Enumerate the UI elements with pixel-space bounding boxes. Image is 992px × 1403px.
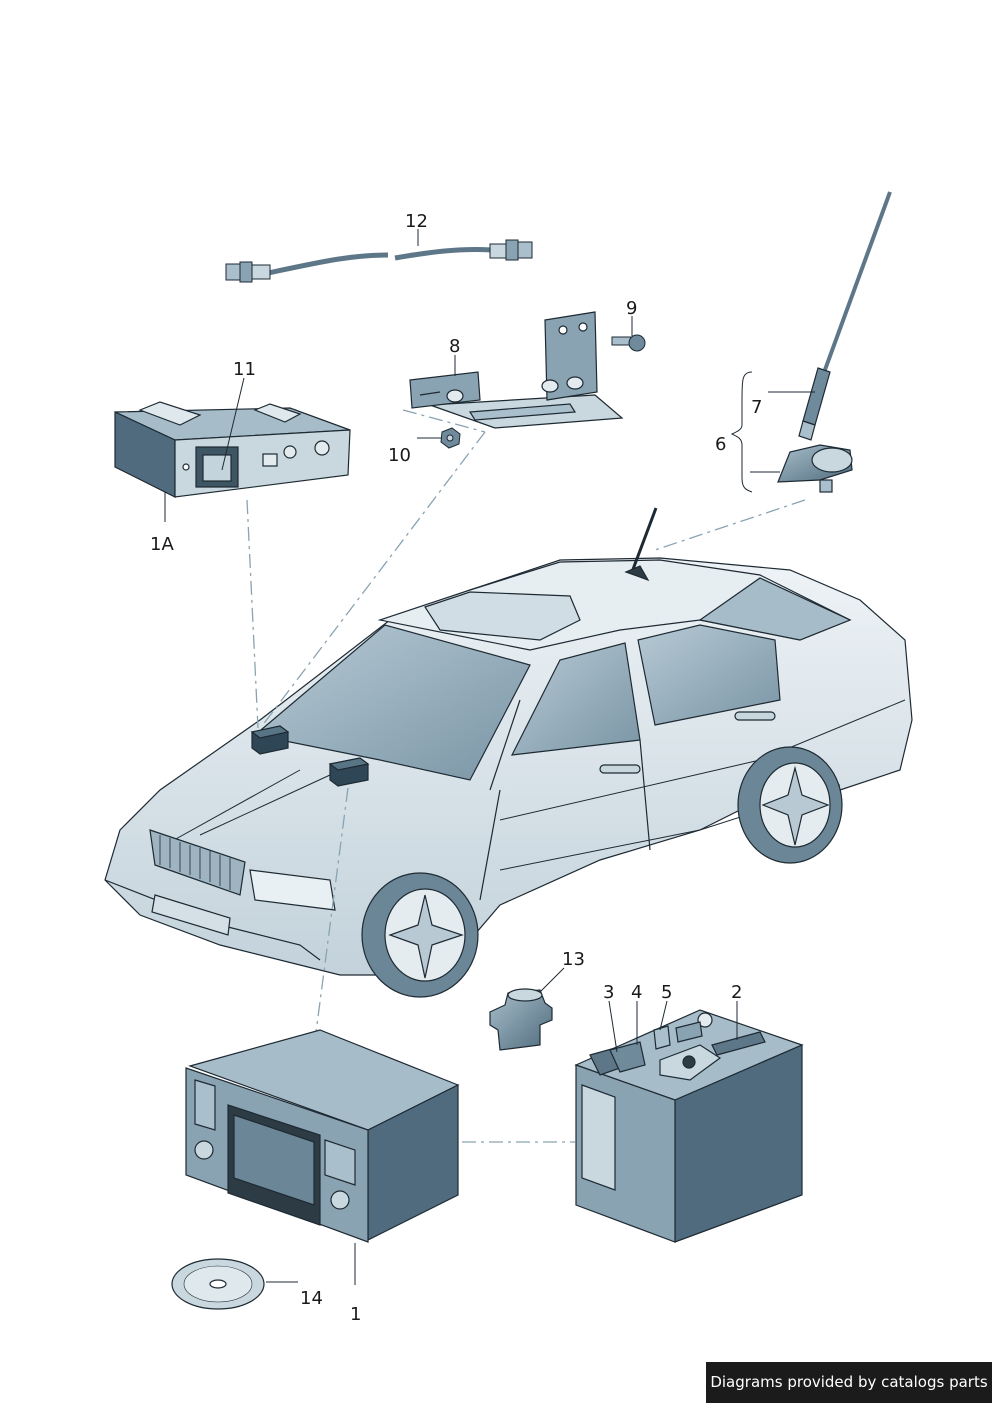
car-illustration	[104, 507, 913, 998]
callout-10: 10	[388, 445, 411, 466]
car-grille	[149, 829, 246, 896]
callout-13: 13	[562, 949, 585, 970]
callout-1: 1	[350, 1304, 361, 1325]
credit-banner: Diagrams provided by catalogs parts	[706, 1362, 992, 1403]
car-sunroof	[424, 591, 581, 641]
part-9-bolt	[611, 334, 646, 352]
car-unit-location-1a	[250, 725, 290, 755]
callout-7: 7	[751, 397, 762, 418]
callout-4: 4	[631, 982, 642, 1003]
callout-6: 6	[715, 434, 726, 455]
part-14-disc	[171, 1258, 265, 1310]
part-7-antenna-rod	[802, 367, 831, 426]
callout-12: 12	[405, 211, 428, 232]
callout-2: 2	[731, 982, 742, 1003]
callout-1a: 1A	[150, 534, 174, 555]
callout-leaders	[164, 229, 738, 1285]
callout-8: 8	[449, 336, 460, 357]
callout-14: 14	[300, 1288, 323, 1309]
callout-3: 3	[603, 982, 614, 1003]
car-front-window	[510, 642, 641, 756]
callout-9: 9	[626, 298, 637, 319]
part-5-connector	[653, 1025, 671, 1050]
car-rear-window	[637, 624, 781, 726]
car-headlight	[249, 869, 336, 911]
part-2-control-unit	[574, 1009, 804, 1243]
callout-11: 11	[233, 359, 256, 380]
car-windshield	[253, 624, 531, 781]
callout-5: 5	[661, 982, 672, 1003]
part-12-cable	[225, 239, 533, 283]
part-1a-module	[114, 401, 351, 498]
part-13-adapter	[489, 988, 553, 1051]
callout-labels: 12 11 1A 8 9 10 7 6 13 3 4 5 2 1 14	[150, 211, 762, 1325]
part-4-connector	[609, 1041, 646, 1073]
car-unit-location-1	[328, 757, 370, 787]
car-roof-antenna	[630, 507, 658, 573]
part-1-radio-unit	[185, 1029, 460, 1243]
car-back-window	[698, 577, 852, 641]
part-10-nut	[440, 427, 461, 449]
part-6-antenna-assembly	[730, 191, 892, 493]
leader-lines	[246, 409, 806, 1143]
part-8-bracket	[409, 311, 624, 429]
